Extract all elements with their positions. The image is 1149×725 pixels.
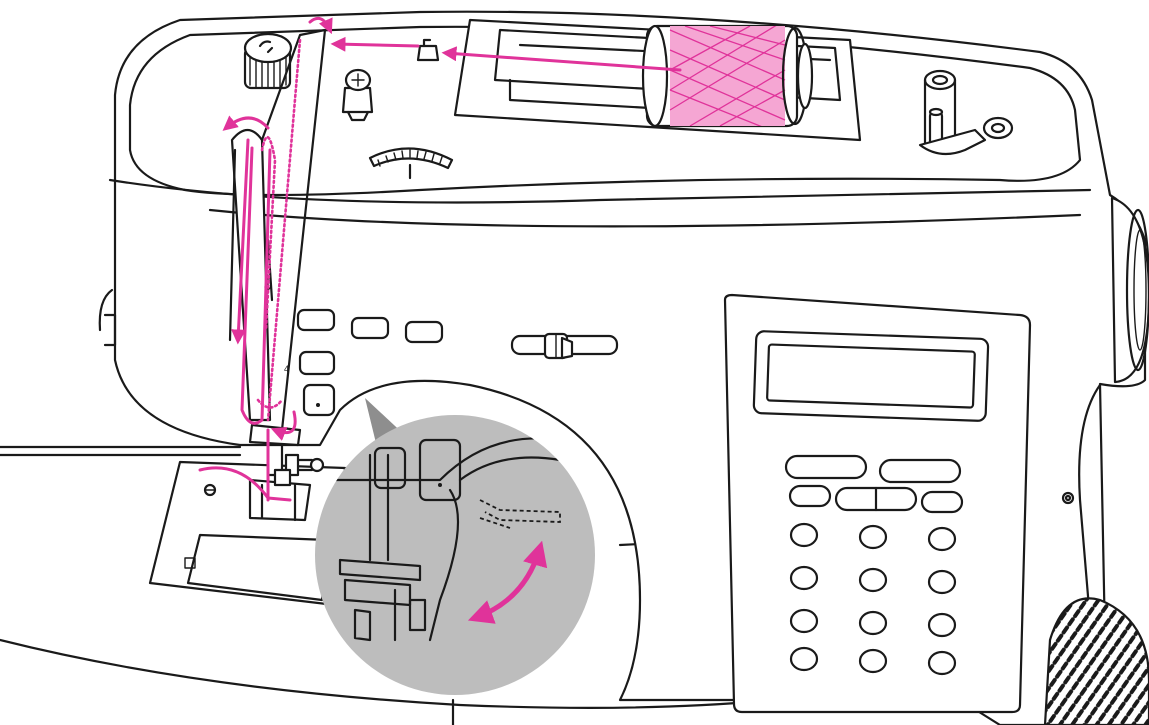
- speed-slider[interactable]: [510, 332, 619, 360]
- number-keypad: [789, 522, 957, 676]
- arrow-icon: [308, 16, 333, 35]
- keypad-button[interactable]: [858, 567, 888, 593]
- function-button-4[interactable]: [298, 350, 336, 376]
- bobbin-winder-knob: [243, 32, 293, 90]
- control-panel: [723, 293, 1032, 714]
- bobbin-winder-stopper: [341, 68, 374, 122]
- keypad-button[interactable]: [927, 612, 957, 638]
- keypad-button[interactable]: [927, 569, 957, 595]
- keypad-button[interactable]: [789, 646, 819, 672]
- panel-button-small-2[interactable]: [920, 490, 964, 514]
- zoom-inset: [315, 398, 595, 695]
- function-button-3[interactable]: [404, 320, 444, 344]
- function-button-1[interactable]: [296, 308, 336, 332]
- panel-button-small-1[interactable]: [788, 484, 832, 508]
- arrow-icon: [330, 36, 420, 52]
- panel-button-long-1[interactable]: [784, 454, 868, 480]
- arrow-icon: [231, 138, 250, 345]
- keypad-button[interactable]: [858, 610, 888, 636]
- thread-spool: [641, 24, 814, 128]
- speaker-grille-icon: [1043, 597, 1149, 725]
- panel-button-long-2[interactable]: [878, 458, 962, 484]
- keypad-button[interactable]: [927, 650, 957, 676]
- function-button-2[interactable]: [350, 316, 390, 340]
- keypad-button[interactable]: [858, 648, 888, 674]
- front-buttons: [296, 308, 444, 417]
- needle-plate: [148, 460, 347, 607]
- arrow-icon: [270, 410, 297, 441]
- arrow-icon: [441, 46, 682, 72]
- keypad-button[interactable]: [789, 608, 819, 634]
- bobbin-winder-spindle: [918, 69, 1014, 156]
- curved-double-arrow-icon: [467, 540, 548, 624]
- function-button-5[interactable]: [302, 383, 336, 417]
- arrow-icon: [222, 115, 270, 131]
- keypad-button[interactable]: [858, 524, 888, 550]
- thread-path: [198, 16, 682, 502]
- tension-dial: [368, 147, 454, 180]
- step-label-4: 4: [284, 364, 289, 374]
- keypad-button[interactable]: [927, 526, 957, 552]
- thread-guide-clip: [416, 38, 440, 62]
- keypad-button[interactable]: [789, 522, 819, 548]
- keypad-button[interactable]: [789, 565, 819, 591]
